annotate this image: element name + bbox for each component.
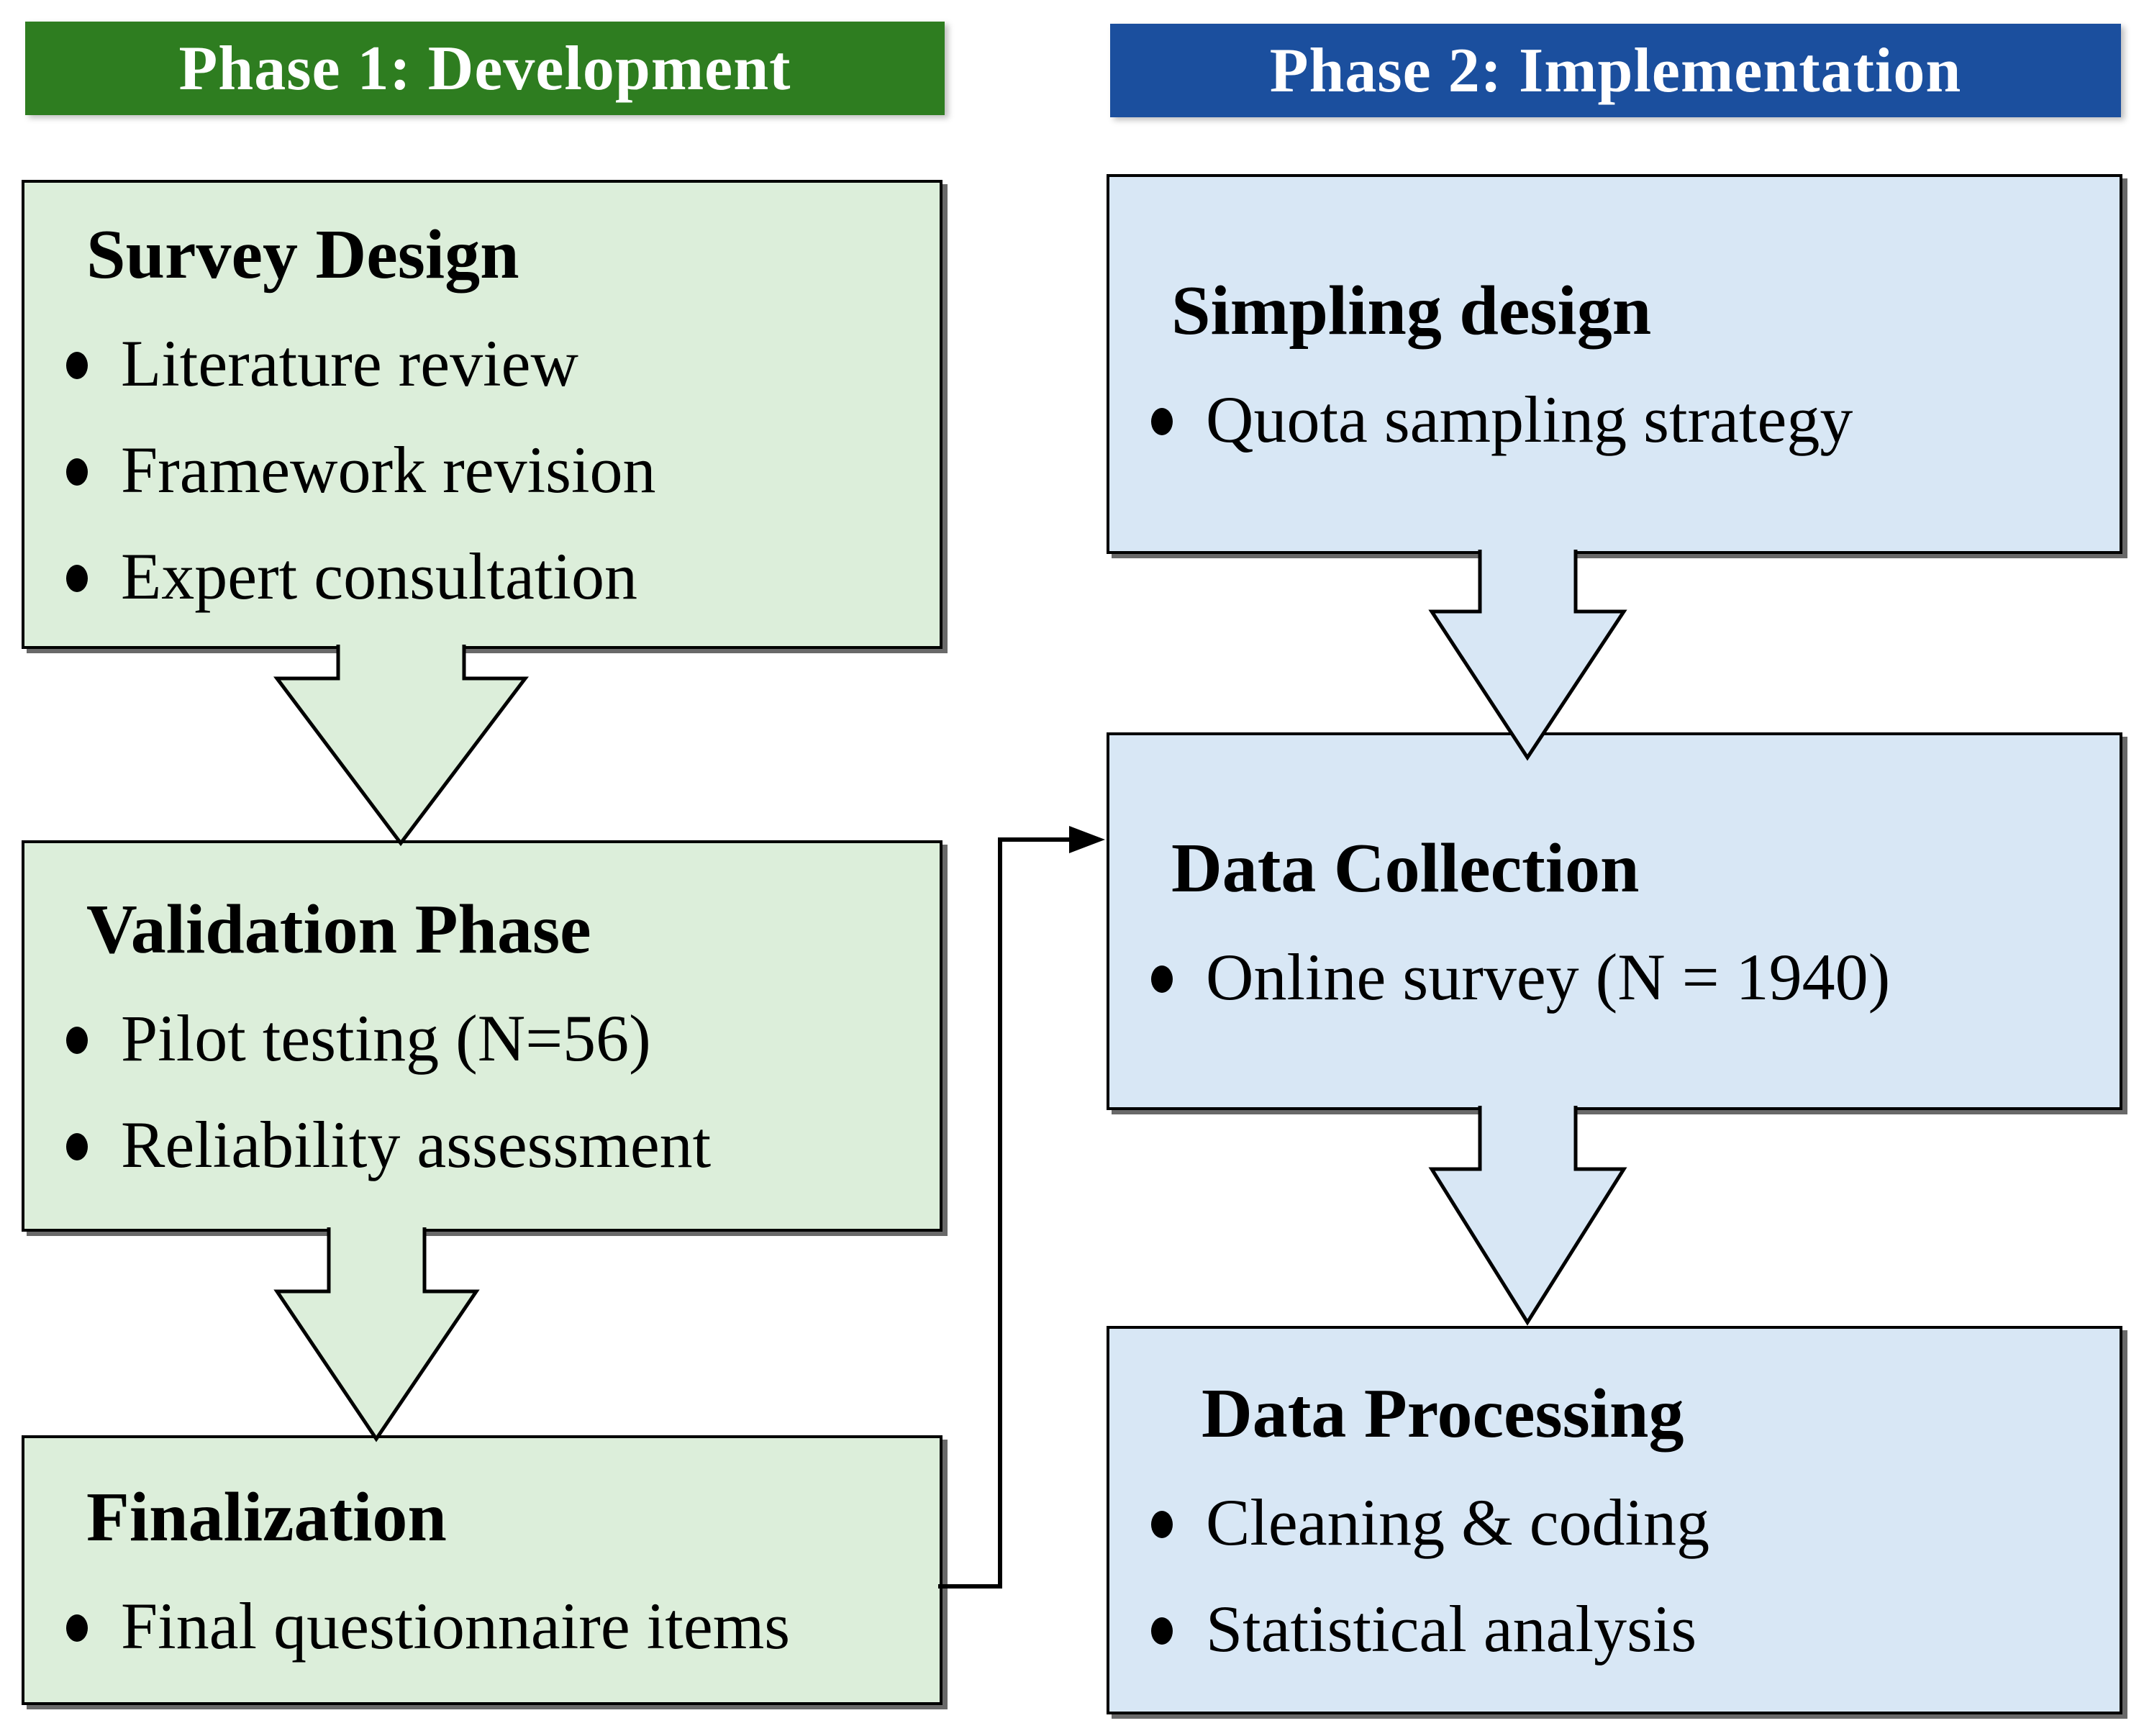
bullet-text: Framework revision (121, 433, 656, 506)
bullet-item: Online survey (N = 1940) (1151, 944, 2105, 1010)
bullet-text: Statistical analysis (1206, 1592, 1697, 1665)
bullet-text: Online survey (N = 1940) (1206, 940, 1891, 1014)
phase1-header-label: Phase 1: Development (178, 33, 791, 104)
bullet-dot-icon (1151, 408, 1173, 435)
bullet-item: Quota sampling strategy (1151, 386, 2105, 453)
bullet-text: Cleaning & coding (1206, 1486, 1710, 1559)
bullet-dot-icon (66, 1133, 88, 1160)
bullet-text: Expert consultation (121, 540, 637, 613)
bullet-dot-icon (1151, 1617, 1173, 1645)
bullet-item: Framework revision (66, 437, 925, 503)
bullet-item: Reliability assessment (66, 1112, 925, 1178)
bullet-item: Cleaning & coding (1151, 1489, 2105, 1555)
survey-design-title: Survey Design (86, 216, 519, 294)
bullet-dot-icon (66, 1614, 88, 1642)
bullet-text: Quota sampling strategy (1206, 383, 1853, 456)
bullet-item: Final questionnaire items (66, 1593, 925, 1659)
data-collection-box: Data Collection Online survey (N = 1940) (1107, 732, 2122, 1110)
connector-line (938, 837, 1075, 1589)
connector-finalization-to-data-collection (938, 826, 1105, 1589)
bullet-text: Final questionnaire items (121, 1589, 791, 1663)
bullet-item: Expert consultation (66, 543, 925, 609)
survey-design-box: Survey Design Literature review Framewor… (22, 180, 942, 649)
validation-phase-title: Validation Phase (86, 891, 591, 968)
bullet-item: Literature review (66, 330, 925, 396)
sampling-design-title: Simpling design (1171, 272, 1652, 350)
bullet-dot-icon (66, 565, 88, 592)
data-processing-box: Data Processing Cleaning & coding Statis… (1107, 1326, 2122, 1714)
sampling-design-box: Simpling design Quota sampling strategy (1107, 174, 2122, 554)
bullet-dot-icon (66, 352, 88, 379)
data-processing-title: Data Processing (1202, 1375, 1684, 1453)
bullet-text: Pilot testing (N=56) (121, 1001, 651, 1075)
connector-arrowhead-icon (1069, 826, 1105, 853)
down-block-arrow-icon (273, 1227, 480, 1442)
phase2-header-label: Phase 2: Implementation (1269, 35, 1962, 106)
down-block-arrow-icon (1428, 1106, 1627, 1326)
bullet-dot-icon (66, 1027, 88, 1054)
data-collection-title: Data Collection (1171, 829, 1640, 907)
bullet-text: Literature review (121, 327, 578, 400)
finalization-box: Finalization Final questionnaire items (22, 1435, 942, 1705)
phase2-header: Phase 2: Implementation (1110, 24, 2121, 117)
bullet-dot-icon (1151, 965, 1173, 993)
bullet-dot-icon (1151, 1511, 1173, 1538)
down-block-arrow-icon (1428, 550, 1627, 761)
validation-phase-box: Validation Phase Pilot testing (N=56) Re… (22, 840, 942, 1232)
bullet-item: Statistical analysis (1151, 1596, 2105, 1662)
finalization-title: Finalization (86, 1478, 447, 1556)
bullet-item: Pilot testing (N=56) (66, 1005, 925, 1071)
bullet-text: Reliability assessment (121, 1108, 712, 1181)
phase1-header: Phase 1: Development (25, 22, 945, 115)
down-block-arrow-icon (273, 645, 530, 847)
bullet-dot-icon (66, 458, 88, 486)
